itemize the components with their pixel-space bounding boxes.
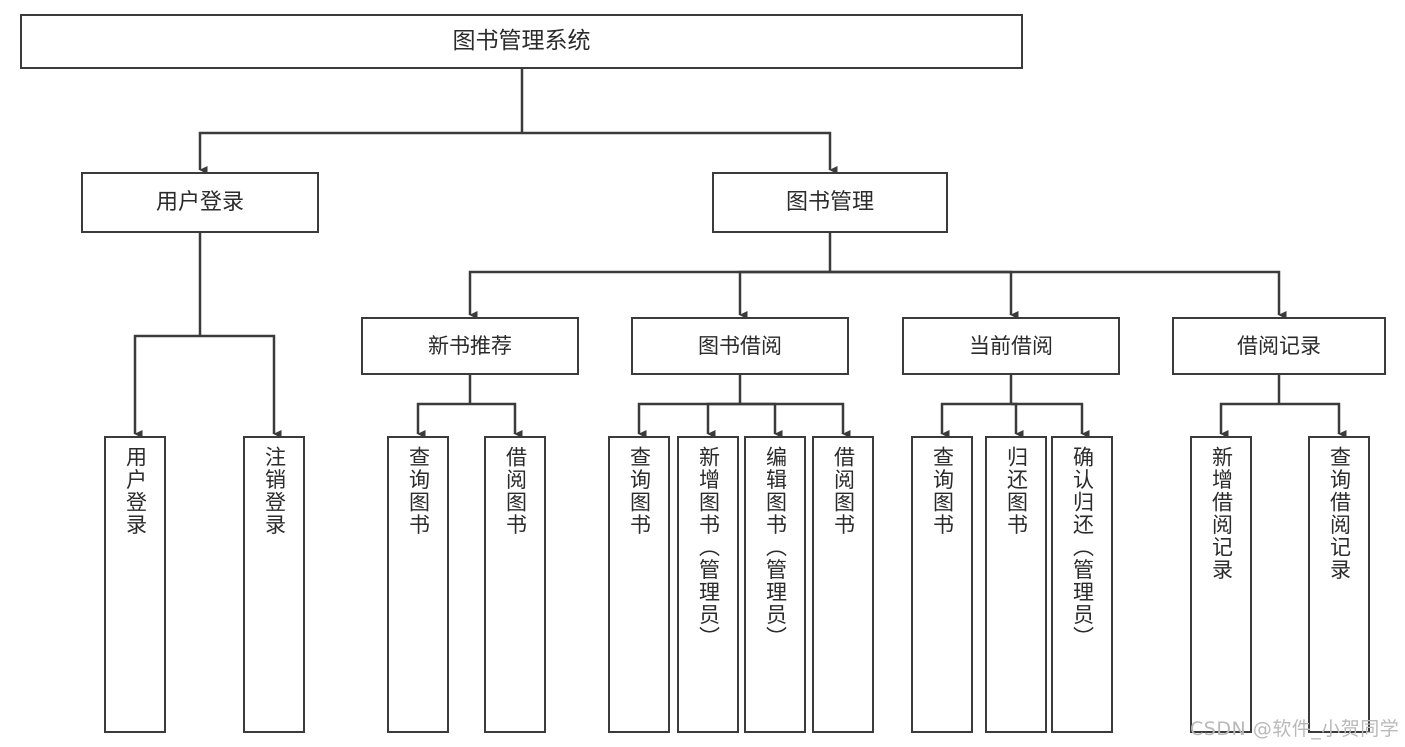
node-label-new-book-rec: 新书推荐 <box>428 333 512 358</box>
node-new-book-rec[interactable]: 新书推荐 <box>361 317 579 375</box>
node-label-leaf-return-book: 归还图书 <box>1004 446 1029 536</box>
node-leaf-query-book-bb[interactable]: 查询图书 <box>608 436 670 733</box>
edge-user-login-to-leaf-logout <box>200 334 282 439</box>
node-label-leaf-query-book-bb: 查询图书 <box>627 446 652 536</box>
node-leaf-borrow-book-rec[interactable]: 借阅图书 <box>484 436 546 733</box>
edge-root-to-user-login <box>198 131 522 175</box>
node-label-book-borrow: 图书借阅 <box>698 333 782 358</box>
node-label-leaf-user-login: 用户登录 <box>123 446 148 536</box>
edge-user-login-to-leaf-user-login <box>133 334 200 439</box>
node-label-leaf-logout: 注销登录 <box>262 446 287 536</box>
node-leaf-user-login[interactable]: 用户登录 <box>104 436 166 733</box>
node-user-login[interactable]: 用户登录 <box>81 172 319 233</box>
node-label-leaf-confirm-return: 确认归还（管理员） <box>1070 446 1095 649</box>
node-label-leaf-edit-book: 编辑图书（管理员） <box>763 446 788 649</box>
edge-root-to-book-mgmt <box>522 131 838 175</box>
node-leaf-query-record[interactable]: 查询借阅记录 <box>1308 436 1370 733</box>
node-book-borrow[interactable]: 图书借阅 <box>631 317 849 375</box>
node-leaf-return-book[interactable]: 归还图书 <box>985 436 1047 733</box>
edge-book-borrow-to-leaf-query-book-bb <box>637 402 740 439</box>
node-leaf-edit-book[interactable]: 编辑图书（管理员） <box>744 436 806 733</box>
node-leaf-add-book[interactable]: 新增图书（管理员） <box>677 436 739 733</box>
node-leaf-add-record[interactable]: 新增借阅记录 <box>1190 436 1252 733</box>
node-current-borrow[interactable]: 当前借阅 <box>902 317 1120 375</box>
edge-current-borrow-to-leaf-query-book-cb <box>940 402 1011 439</box>
node-label-root: 图书管理系统 <box>452 27 591 54</box>
edge-book-borrow-to-leaf-edit-book <box>740 402 783 439</box>
node-leaf-confirm-return[interactable]: 确认归还（管理员） <box>1051 436 1113 733</box>
node-leaf-query-book-cb[interactable]: 查询图书 <box>911 436 973 733</box>
node-leaf-logout[interactable]: 注销登录 <box>243 436 305 733</box>
node-label-leaf-borrow-book-bb: 借阅图书 <box>831 446 856 536</box>
node-label-user-login: 用户登录 <box>155 189 244 215</box>
edges <box>133 69 1347 439</box>
node-label-leaf-query-record: 查询借阅记录 <box>1327 446 1352 581</box>
node-label-leaf-add-record: 新增借阅记录 <box>1209 446 1234 581</box>
edge-book-mgmt-to-borrow-record <box>830 270 1287 320</box>
node-label-leaf-borrow-book-rec: 借阅图书 <box>503 446 528 536</box>
node-label-current-borrow: 当前借阅 <box>969 333 1053 358</box>
edge-current-borrow-to-leaf-return-book <box>1011 402 1024 439</box>
node-leaf-borrow-book-bb[interactable]: 借阅图书 <box>812 436 874 733</box>
edge-book-borrow-to-leaf-borrow-book-bb <box>740 402 851 439</box>
edge-book-borrow-to-leaf-add-book <box>706 402 740 439</box>
edge-book-mgmt-to-book-borrow <box>738 270 830 320</box>
node-label-leaf-query-book-rec: 查询图书 <box>406 446 431 536</box>
node-leaf-query-book-rec[interactable]: 查询图书 <box>387 436 449 733</box>
node-label-borrow-record: 借阅记录 <box>1237 333 1321 358</box>
edge-borrow-record-to-leaf-query-record <box>1279 402 1347 439</box>
node-label-book-mgmt: 图书管理 <box>785 189 874 215</box>
node-root[interactable]: 图书管理系统 <box>20 14 1023 69</box>
edge-new-book-rec-to-leaf-borrow-book-rec <box>470 402 523 439</box>
edge-book-mgmt-to-new-book-rec <box>468 270 830 320</box>
node-book-mgmt[interactable]: 图书管理 <box>712 172 948 233</box>
node-label-leaf-query-book-cb: 查询图书 <box>930 446 955 536</box>
node-borrow-record[interactable]: 借阅记录 <box>1172 317 1386 375</box>
edge-book-mgmt-to-current-borrow <box>830 270 1019 320</box>
edge-current-borrow-to-leaf-confirm-return <box>1011 402 1090 439</box>
edge-new-book-rec-to-leaf-query-book-rec <box>416 402 470 439</box>
watermark-text: CSDN @软件_小贺同学 <box>1190 718 1400 740</box>
edge-borrow-record-to-leaf-add-record <box>1219 402 1279 439</box>
node-label-leaf-add-book: 新增图书（管理员） <box>696 446 721 649</box>
